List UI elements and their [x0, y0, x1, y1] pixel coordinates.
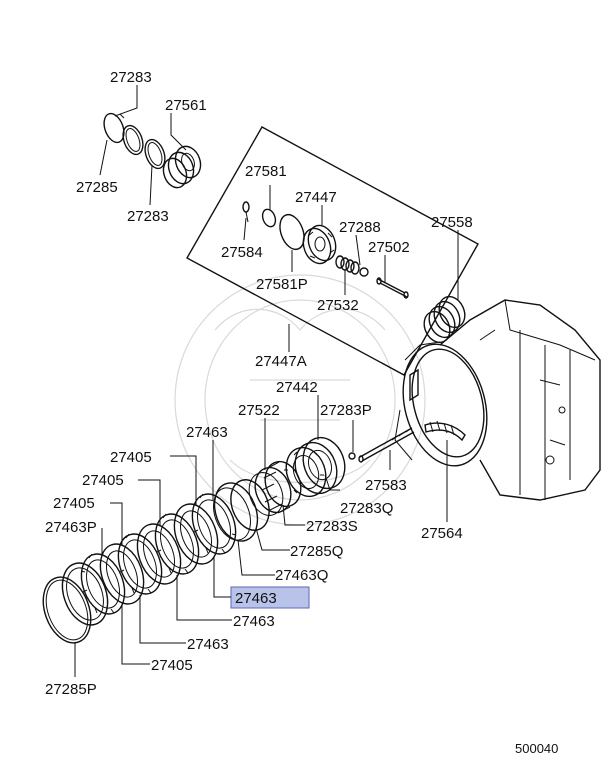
ball-27283P[interactable]	[348, 452, 356, 460]
label-27558[interactable]: 27558	[431, 214, 473, 231]
snap-ring-27285Q[interactable]	[224, 474, 276, 535]
label-27581P[interactable]: 27581P	[256, 276, 308, 293]
gear-27447[interactable]	[299, 222, 341, 268]
spring-27561[interactable]	[160, 143, 205, 191]
label-27532[interactable]: 27532	[317, 297, 359, 314]
spring-set-27522[interactable]	[249, 457, 307, 518]
label-27405-b[interactable]: 27405	[82, 472, 124, 489]
label-27463Q[interactable]: 27463Q	[275, 567, 328, 584]
rod-27583[interactable]	[358, 427, 415, 463]
label-27463-b[interactable]: 27463	[233, 613, 275, 630]
label-27283-mid[interactable]: 27283	[127, 208, 169, 225]
label-27564[interactable]: 27564	[421, 525, 463, 542]
label-27283Q[interactable]: 27283Q	[340, 500, 393, 517]
label-27584[interactable]: 27584	[221, 244, 263, 261]
snap-ring-27283-upper[interactable]	[119, 123, 146, 157]
ring-27283S[interactable]	[243, 468, 288, 520]
label-27288[interactable]: 27288	[339, 219, 381, 236]
sub-assembly-27447A-frame	[186, 126, 479, 376]
spring-27532[interactable]	[335, 255, 360, 275]
snap-ring-27285[interactable]	[100, 111, 127, 145]
label-27442[interactable]: 27442	[276, 379, 318, 396]
pin-27584[interactable]	[242, 201, 250, 223]
label-27502[interactable]: 27502	[368, 239, 410, 256]
snap-ring-27581[interactable]	[260, 207, 277, 228]
part-labels: 27283 27561 27285 27283 27581 27447 2728…	[45, 69, 473, 698]
pressure-plate-27463P[interactable]	[54, 557, 115, 632]
label-27405-d[interactable]: 27405	[151, 657, 193, 674]
label-27283P[interactable]: 27283P	[320, 402, 372, 419]
label-27405-c[interactable]: 27405	[53, 495, 95, 512]
snap-ring-27285P[interactable]	[35, 571, 100, 650]
label-27447[interactable]: 27447	[295, 189, 337, 206]
label-27463-a[interactable]: 27463	[186, 424, 228, 441]
plate-27463-d[interactable]	[74, 548, 133, 620]
label-27285P[interactable]: 27285P	[45, 681, 97, 698]
label-27285[interactable]: 27285	[76, 179, 118, 196]
band-27564[interactable]	[424, 420, 466, 442]
friction-plate-27405-a[interactable]	[167, 498, 226, 570]
ball-27288[interactable]	[359, 267, 369, 277]
friction-plate-27405-b[interactable]	[130, 518, 189, 590]
label-27463P[interactable]: 27463P	[45, 519, 97, 536]
label-27463-highlighted[interactable]: 27463	[235, 590, 277, 607]
plate-stack	[35, 488, 244, 650]
plate-27463Q[interactable]	[207, 477, 265, 547]
label-27561[interactable]: 27561	[165, 97, 207, 114]
label-27285Q[interactable]: 27285Q	[290, 543, 343, 560]
snap-ring-27581P[interactable]	[276, 211, 309, 252]
snap-ring-27283-lower[interactable]	[141, 137, 168, 171]
label-27283-top[interactable]: 27283	[110, 69, 152, 86]
plate-27463-highlighted[interactable]	[185, 488, 244, 560]
label-27463-c[interactable]: 27463	[187, 636, 229, 653]
label-27583[interactable]: 27583	[365, 477, 407, 494]
label-27283S[interactable]: 27283S	[306, 518, 358, 535]
plate-27463-b[interactable]	[148, 508, 207, 580]
transmission-case	[394, 299, 601, 501]
label-27447A[interactable]: 27447A	[255, 353, 307, 370]
spring-27558[interactable]	[419, 292, 469, 346]
label-27405-a[interactable]: 27405	[110, 449, 152, 466]
pin-27502[interactable]	[376, 277, 409, 299]
friction-plate-27405-c[interactable]	[93, 538, 152, 610]
label-27581[interactable]: 27581	[245, 163, 287, 180]
retainer-27283Q[interactable]	[280, 442, 333, 502]
label-27522[interactable]: 27522	[238, 402, 280, 419]
leader-lines	[74, 85, 459, 677]
diagram-code: 500040	[515, 741, 558, 756]
